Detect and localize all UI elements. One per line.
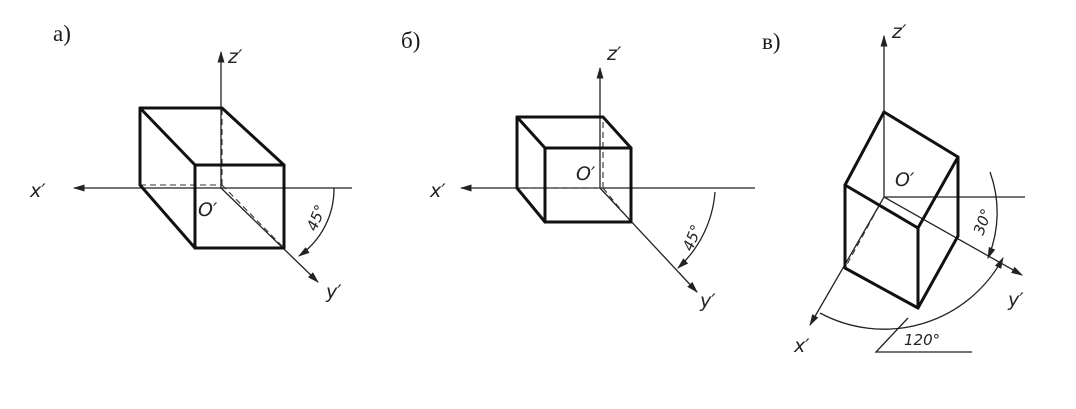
y-axis-label: y′ [325, 281, 342, 303]
angle-label-120: 120° [904, 331, 940, 349]
box-visible-edges [138, 106, 286, 250]
z-axis-label: z′ [227, 46, 243, 68]
panel-a-label: а) [53, 21, 71, 46]
angle-label-30: 30° [970, 206, 996, 237]
panel-b-label: б) [401, 28, 420, 53]
z-axis-label: z′ [891, 21, 907, 43]
z-axis-label: z′ [606, 43, 622, 65]
x-axis-label: x′ [29, 180, 46, 202]
panel-a: а) z′ x′ y′ O′ 45° [29, 21, 352, 303]
panel-c-label: в) [762, 29, 781, 54]
y-axis-label: y′ [1007, 289, 1024, 311]
x-axis-label: x′ [793, 335, 810, 357]
hidden-edges [140, 108, 285, 249]
y-axis [883, 196, 1024, 276]
y-axis-label: y′ [699, 290, 716, 312]
angle-arc [298, 187, 335, 257]
angle-arc [677, 191, 716, 269]
angle-label-45: 45° [679, 222, 706, 253]
origin-label: O′ [198, 199, 218, 221]
hidden-edges [844, 112, 885, 269]
box-visible-edges [843, 110, 960, 310]
box-visible-edges [515, 115, 633, 224]
x-axis-label: x′ [429, 180, 446, 202]
origin-label: O′ [576, 163, 596, 185]
panel-b: б) z′ x′ y′ O′ 45° [401, 28, 755, 312]
leader-120 [874, 317, 972, 353]
hidden-edges [517, 117, 632, 223]
angle-label-45: 45° [303, 202, 330, 233]
angle-arc-120 [819, 256, 1004, 330]
y-axis [220, 187, 319, 283]
panel-c: в) z′ y′ x′ O′ 30° 120° [762, 21, 1025, 357]
y-axis [599, 187, 698, 293]
origin-label: O′ [895, 169, 915, 191]
angle-arc-30 [987, 171, 998, 260]
